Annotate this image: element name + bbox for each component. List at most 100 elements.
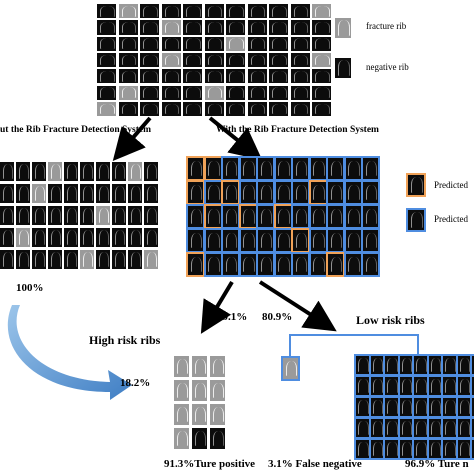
rib-tile	[428, 440, 442, 458]
rib-tile	[161, 4, 181, 19]
rib-tile	[363, 206, 378, 227]
rib-tile	[310, 230, 326, 251]
rib-tile	[385, 440, 398, 458]
arrow-without-system	[112, 116, 152, 162]
rib-tile	[247, 36, 267, 51]
rib-tile	[144, 206, 158, 225]
rib-tile	[97, 85, 116, 100]
rib-tile	[399, 398, 413, 416]
rib-tile	[356, 377, 369, 395]
rib-tile	[204, 52, 224, 68]
rib-tile	[80, 206, 94, 225]
rib-tile	[240, 230, 256, 251]
without-system-label: ut the Rib Fracture Detection System	[0, 125, 151, 135]
rib-tile	[205, 182, 221, 203]
rib-tile	[210, 380, 225, 401]
arrow-high-risk	[200, 280, 234, 334]
rib-tile	[290, 101, 310, 117]
rib-tile	[269, 52, 288, 68]
rib-tile	[247, 20, 267, 35]
rib-tile	[247, 69, 267, 84]
rib-tile	[312, 36, 331, 51]
rib-tile	[204, 69, 224, 84]
rib-tile	[204, 101, 224, 117]
rib-tile	[161, 69, 181, 84]
rib-tile	[128, 228, 142, 247]
high-risk-label: High risk ribs	[89, 333, 161, 347]
rib-tile	[385, 377, 398, 395]
legend-predicted-low-label: Predicted	[434, 214, 468, 224]
rib-tile	[32, 162, 46, 181]
rib-tile	[443, 356, 456, 374]
curved-review-arrow	[7, 305, 132, 400]
rib-tile	[223, 158, 238, 179]
legend-fracture-label: fracture rib	[366, 21, 407, 31]
rib-tile	[370, 377, 384, 395]
rib-tile	[370, 356, 384, 374]
rib-tile	[269, 4, 288, 19]
rib-tile	[192, 356, 207, 377]
rib-tile	[312, 69, 331, 84]
rib-tile	[472, 419, 474, 437]
rib-tile	[32, 250, 46, 269]
rib-tile	[226, 4, 245, 19]
legend-fracture-swatch	[335, 18, 351, 38]
rib-tile	[96, 206, 110, 225]
rib-tile	[112, 206, 126, 225]
rib-tile	[443, 398, 456, 416]
rib-tile	[385, 398, 398, 416]
rib-tile	[399, 377, 413, 395]
rib-tile	[80, 162, 94, 181]
rib-tile	[345, 254, 361, 275]
rib-tile	[385, 419, 398, 437]
rib-tile	[205, 254, 221, 275]
rib-tile	[356, 356, 369, 374]
rib-tile	[96, 250, 110, 269]
rib-tile	[204, 85, 224, 100]
rib-tile	[118, 101, 138, 117]
rib-tile	[174, 404, 189, 425]
rib-tile	[174, 356, 189, 377]
rib-tile	[275, 182, 291, 203]
rib-tile	[226, 85, 245, 100]
rib-tile	[290, 20, 310, 35]
rib-tile	[188, 182, 203, 203]
false-negative-label: 3.1% False negative	[268, 458, 362, 470]
rib-tile	[0, 206, 14, 225]
rib-tile	[183, 52, 202, 68]
rib-tile	[210, 428, 225, 449]
rib-tile	[370, 398, 384, 416]
rib-tile	[188, 206, 203, 227]
rib-tile	[0, 228, 14, 247]
legend-negative-swatch	[335, 58, 351, 78]
rib-tile	[210, 404, 225, 425]
rib-tile	[97, 101, 116, 117]
rib-tile	[183, 85, 202, 100]
rib-tile	[97, 69, 116, 84]
rib-tile	[269, 85, 288, 100]
rib-tile	[140, 69, 159, 84]
rib-tile	[144, 184, 158, 203]
rib-tile	[472, 356, 474, 374]
legend-negative-label: negative rib	[366, 62, 409, 72]
rib-tile	[363, 182, 378, 203]
rib-tile	[32, 228, 46, 247]
rib-tile	[269, 20, 288, 35]
rib-tile	[258, 254, 273, 275]
rib-tile	[204, 20, 224, 35]
rib-tile	[258, 230, 273, 251]
rib-tile	[328, 182, 343, 203]
rib-tile	[370, 440, 384, 458]
rib-tile	[188, 254, 203, 275]
rib-tile	[414, 419, 427, 437]
rib-tile	[140, 36, 159, 51]
rib-tile	[118, 20, 138, 35]
rib-tile	[293, 254, 308, 275]
rib-tile	[118, 85, 138, 100]
rib-tile	[97, 4, 116, 19]
rib-tile	[345, 230, 361, 251]
rib-tile	[112, 184, 126, 203]
rib-tile	[183, 69, 202, 84]
